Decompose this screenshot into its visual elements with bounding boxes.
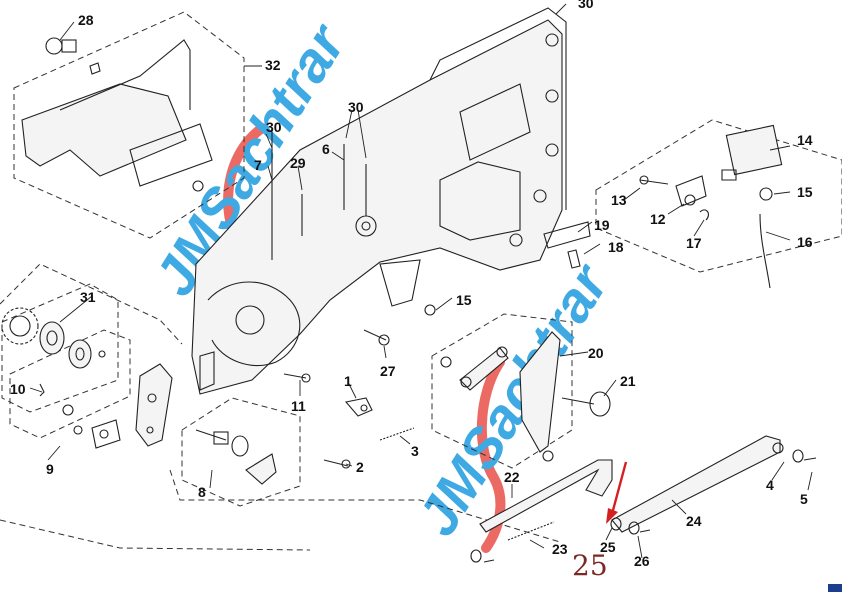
center-small-parts xyxy=(271,130,436,469)
main-frame xyxy=(191,7,567,395)
solenoid-assembly xyxy=(543,124,783,289)
callout-20: 20 xyxy=(588,345,604,361)
red-arrow-icon xyxy=(606,461,628,524)
callout-14: 14 xyxy=(797,132,813,148)
callout-32: 32 xyxy=(265,57,281,73)
callout-2: 2 xyxy=(356,459,364,475)
callout-13: 13 xyxy=(611,192,627,208)
callout-28: 28 xyxy=(78,12,94,28)
callout-30-top: 30 xyxy=(578,0,594,11)
callout-10: 10 xyxy=(10,381,26,397)
watermark-lower: JMSachtrar xyxy=(405,252,622,553)
callout-11: 11 xyxy=(291,398,306,414)
window-corner-icon xyxy=(828,584,842,592)
callout-19: 19 xyxy=(594,217,610,233)
callout-17: 17 xyxy=(686,235,702,251)
callout-25: 25 xyxy=(600,539,616,555)
callout-8: 8 xyxy=(198,484,206,500)
callout-29: 29 xyxy=(290,155,306,171)
callout-6: 6 xyxy=(322,141,330,157)
callout-18: 18 xyxy=(608,239,624,255)
callout-27: 27 xyxy=(380,363,396,379)
leader-lines xyxy=(29,3,813,559)
callout-23: 23 xyxy=(552,541,568,557)
callout-16: 16 xyxy=(797,234,813,250)
callout-31: 31 xyxy=(80,289,96,305)
lever-assembly xyxy=(440,331,817,563)
watermark-text-lower: JMSachtrar xyxy=(405,252,622,547)
callout-3: 3 xyxy=(411,443,419,459)
callout-30-left: 30 xyxy=(266,119,282,135)
callout-15-right: 15 xyxy=(797,184,813,200)
callout-9: 9 xyxy=(46,461,54,477)
callout-4: 4 xyxy=(766,477,774,493)
callout-12: 12 xyxy=(650,211,666,227)
callout-labels: 28 32 30 30 30 7 29 6 14 15 16 13 12 17 … xyxy=(10,0,813,582)
linkage-plate xyxy=(135,363,311,485)
callout-1: 1 xyxy=(344,373,352,389)
callout-15-center: 15 xyxy=(456,292,472,308)
sprocket-parts xyxy=(1,307,121,449)
callout-24: 24 xyxy=(686,513,702,529)
callout-30-center: 30 xyxy=(348,99,364,115)
callout-22: 22 xyxy=(504,469,520,485)
callout-21: 21 xyxy=(620,373,636,389)
callout-7: 7 xyxy=(254,157,262,173)
group-outlines xyxy=(0,11,842,551)
callout-5: 5 xyxy=(800,491,808,507)
callout-26: 26 xyxy=(634,553,650,569)
top-left-assembly xyxy=(21,37,213,192)
highlighted-part-number: 25 xyxy=(572,549,608,582)
